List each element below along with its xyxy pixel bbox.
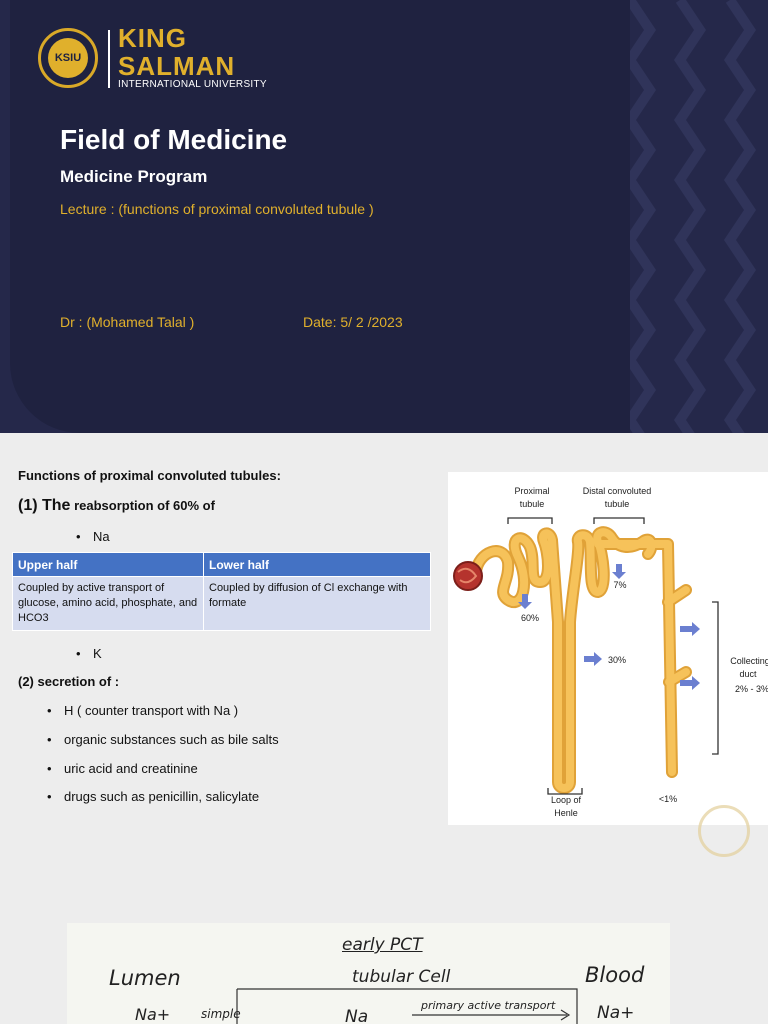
ksiu-watermark-icon — [698, 805, 750, 857]
title-panel — [10, 0, 630, 433]
label-2-3pct: 2% - 3% — [735, 684, 768, 694]
note-simple: simple — [201, 1007, 241, 1021]
label-lt1pct: <1% — [659, 794, 677, 804]
label-proximal-2: tubule — [520, 499, 545, 509]
bullet-na: Na — [76, 529, 109, 544]
note-early-pct: early PCT — [342, 935, 423, 955]
label-proximal: Proximal — [514, 486, 549, 496]
note-na-left: Na+ — [135, 1005, 171, 1024]
list-item: organic substances such as bile salts — [47, 732, 279, 747]
table-header-lower: Lower half — [203, 552, 431, 577]
reabsorption-heading: (1) The reabsorption of 60% of — [18, 497, 215, 515]
label-distal: Distal convoluted — [583, 486, 652, 496]
reabsorption-text: reabsorption of 60% of — [74, 498, 215, 513]
label-loop: Loop of — [551, 795, 582, 805]
list-item: uric acid and creatinine — [47, 761, 198, 776]
table-cell-upper: Coupled by active transport of glucose, … — [12, 576, 204, 631]
table-row: Coupled by active transport of glucose, … — [12, 576, 431, 631]
title-slide: KSIU KING SALMAN INTERNATIONAL UNIVERSIT… — [0, 0, 768, 433]
handwritten-notes: early PCT tubular Cell Lumen Blood Na+ s… — [67, 923, 670, 1024]
note-lumen: Lumen — [109, 966, 181, 990]
note-primary-transport: primary active transport — [421, 999, 556, 1012]
university-seal-icon: KSIU — [38, 28, 98, 88]
label-7pct: 7% — [613, 580, 626, 590]
table-cell-lower: Coupled by diffusion of Cl exchange with… — [203, 576, 431, 631]
list-item: drugs such as penicillin, salicylate — [47, 789, 259, 804]
bullet-k: K — [77, 646, 102, 661]
note-blood: Blood — [585, 963, 645, 987]
label-collecting-2: duct — [739, 669, 757, 679]
label-60pct: 60% — [521, 613, 539, 623]
lecture-title: Lecture : (functions of proximal convolu… — [60, 201, 374, 217]
secretion-heading: (2) secretion of : — [18, 674, 120, 689]
doctor-name: Dr : (Mohamed Talal ) — [60, 314, 195, 330]
logo-line-salman: SALMAN — [118, 51, 236, 81]
logo-line-king: KING — [118, 23, 187, 53]
reabsorption-arrows — [518, 564, 700, 690]
note-lines — [236, 988, 578, 1024]
logo-line-international: INTERNATIONAL UNIVERSITY — [118, 79, 267, 90]
lecture-date: Date: 5/ 2 /2023 — [303, 314, 403, 330]
label-30pct: 30% — [608, 655, 626, 665]
reabsorption-table: Upper half Lower half Coupled by active … — [12, 552, 431, 631]
glomerulus-icon — [453, 561, 483, 591]
program-subtitle: Medicine Program — [60, 167, 208, 186]
label-distal-2: tubule — [605, 499, 630, 509]
nephron-diagram: Proximal tubule Distal convoluted tubule… — [448, 472, 768, 825]
nephron-illustration: Proximal tubule Distal convoluted tubule… — [453, 486, 768, 818]
table-header-upper: Upper half — [12, 552, 204, 577]
content-slide: Functions of proximal convoluted tubules… — [0, 433, 768, 1024]
note-na-right: Na+ — [597, 1003, 635, 1023]
list-item: H ( counter transport with Na ) — [47, 703, 238, 718]
logo-divider — [108, 30, 110, 88]
page-title: Field of Medicine — [60, 124, 288, 155]
section-heading: Functions of proximal convoluted tubules… — [18, 468, 281, 483]
note-tubular-cell: tubular Cell — [352, 967, 451, 987]
reabsorption-number: (1) The — [18, 497, 71, 514]
label-collecting: Collecting — [730, 656, 768, 666]
note-na-mid: Na — [345, 1007, 369, 1024]
label-loop-2: Henle — [554, 808, 578, 818]
seal-badge-text: KSIU — [54, 52, 82, 64]
